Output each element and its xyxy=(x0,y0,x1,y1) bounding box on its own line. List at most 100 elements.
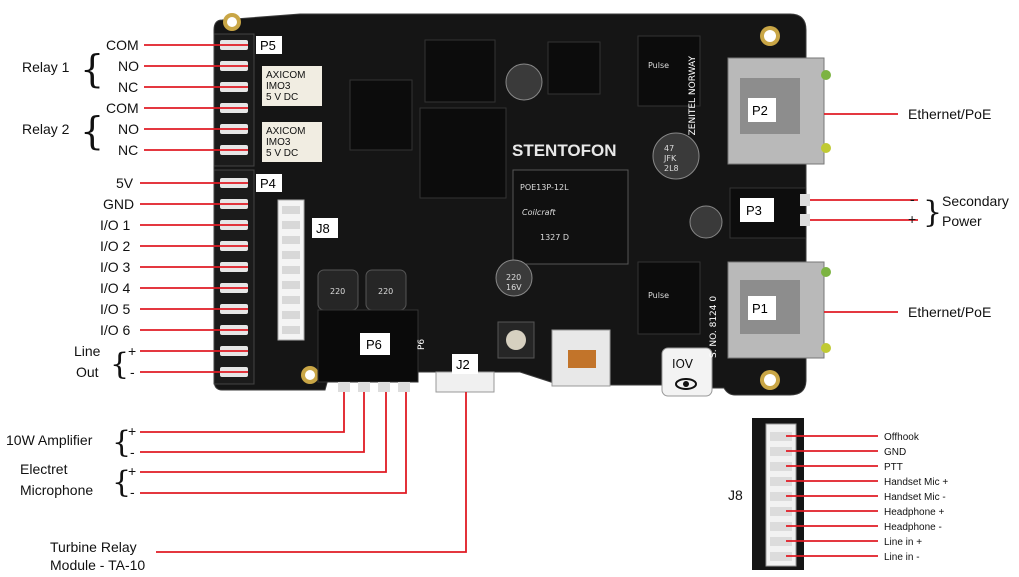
svg-text:J2: J2 xyxy=(456,357,470,372)
axicom-voltage-2: 5 V DC xyxy=(266,148,298,159)
tag-j8: J8 xyxy=(312,218,338,238)
mic-plus: + xyxy=(128,463,136,479)
axicom-model: IMO3 xyxy=(266,81,291,92)
j8-headphone-minus: Headphone - xyxy=(884,522,942,533)
j8-gnd: GND xyxy=(884,447,906,458)
j8-handset-mic-plus: Handset Mic + xyxy=(884,477,948,488)
stentofon-logo: STENTOFON xyxy=(512,141,617,160)
amplifier-minus: - xyxy=(130,444,135,460)
tag-p5: P5 xyxy=(256,36,282,54)
line-out-brace: { xyxy=(110,347,129,382)
pulse-text: Pulse xyxy=(648,61,669,70)
relay-1-no: NO xyxy=(118,58,139,74)
pin-io4: I/O 4 xyxy=(100,280,131,296)
amplifier-brace: { xyxy=(112,425,131,460)
inductors: 220 220 xyxy=(317,269,407,311)
tag-p1: P1 xyxy=(748,296,776,320)
pin-io5: I/O 5 xyxy=(100,301,131,317)
relay-2-no: NO xyxy=(118,121,139,137)
svg-text:2L8: 2L8 xyxy=(664,164,679,173)
tag-p2: P2 xyxy=(748,98,776,122)
mic-label-1: Electret xyxy=(20,461,68,477)
svg-text:JFK: JFK xyxy=(663,154,677,163)
svg-text:220: 220 xyxy=(506,273,521,282)
svg-text:J8: J8 xyxy=(316,221,330,236)
ethernet-jack-p2 xyxy=(727,57,831,165)
tag-p4: P4 xyxy=(256,174,282,192)
mic-brace: { xyxy=(112,465,131,500)
pin-io6: I/O 6 xyxy=(100,322,131,338)
mic-minus: - xyxy=(130,484,135,500)
relay-1-label: Relay 1 xyxy=(22,59,70,75)
relay-2-component: AXICOM IMO3 5 V DC xyxy=(262,122,322,162)
relay-2-group: Relay 2 { COM NO NC xyxy=(22,100,139,158)
bottom-wires xyxy=(140,392,467,553)
pin-io2: I/O 2 xyxy=(100,238,131,254)
right-wires xyxy=(810,113,918,313)
relay-2-nc: NC xyxy=(118,142,138,158)
tag-p3: P3 xyxy=(740,198,774,222)
tag-p6: P6 xyxy=(360,333,390,355)
secondary-power-group: - + } Secondary Power xyxy=(908,191,1009,230)
j8-ptt: PTT xyxy=(884,462,903,473)
relay-1-group: Relay 1 { COM NO NC xyxy=(22,37,139,95)
svg-text:P1: P1 xyxy=(752,301,768,316)
j8-detail-tag: J8 xyxy=(728,487,743,503)
pin-gnd: GND xyxy=(103,196,134,212)
pin-io1: I/O 1 xyxy=(100,217,131,233)
j8-headphone-plus: Headphone + xyxy=(884,507,944,518)
j8-handset-mic-minus: Handset Mic - xyxy=(884,492,946,503)
capacitor-large: 47 JFK 2L8 xyxy=(652,132,700,180)
axicom-model-2: IMO3 xyxy=(266,137,291,148)
ethernet-jack-p1 xyxy=(727,261,831,359)
line-out-line: Line xyxy=(74,343,101,359)
line-out-out: Out xyxy=(76,364,99,380)
j8-line-in-plus: Line in + xyxy=(884,537,922,548)
secondary-power-plus: + xyxy=(908,211,916,227)
p5-pins xyxy=(220,40,248,155)
zenitel-text: ZENITEL NORWAY xyxy=(688,56,698,136)
microphone-group: Electret Microphone { + - xyxy=(20,461,136,500)
relay-1-brace: { xyxy=(80,47,104,91)
ethernet-p1-label: Ethernet/PoE xyxy=(908,304,991,320)
pin-5v: 5V xyxy=(116,175,134,191)
relay-2-com: COM xyxy=(106,100,139,116)
mic-label-2: Microphone xyxy=(20,482,93,498)
coilcraft-model: POE13P-12L xyxy=(520,183,569,192)
j8-pin-wires xyxy=(786,435,878,557)
svg-text:220: 220 xyxy=(330,287,345,296)
turbine-group: Turbine Relay Module - TA-10 xyxy=(50,539,145,573)
p4-pin-labels: 5V GND I/O 1 I/O 2 I/O 3 I/O 4 I/O 5 I/O… xyxy=(100,175,134,338)
ethernet-p2-label: Ethernet/PoE xyxy=(908,106,991,122)
axicom-voltage: 5 V DC xyxy=(266,92,298,103)
svg-text:P4: P4 xyxy=(260,176,276,191)
tag-j2: J2 xyxy=(452,354,478,374)
secondary-power-brace: } xyxy=(923,195,942,230)
svg-text:16V: 16V xyxy=(506,283,522,292)
secondary-power-minus: - xyxy=(910,191,915,207)
line-out-group: Line Out { + - xyxy=(74,343,136,382)
pulse-text-2: Pulse xyxy=(648,291,669,300)
line-out-minus: - xyxy=(130,364,135,380)
svg-text:IOV: IOV xyxy=(672,357,694,371)
turbine-label-1: Turbine Relay xyxy=(50,539,137,555)
amplifier-plus: + xyxy=(128,423,136,439)
left-wires xyxy=(140,44,248,373)
secondary-power-label-2: Power xyxy=(942,213,982,229)
serial-number: S. NO. 8124 0 xyxy=(709,296,719,358)
pin-io3: I/O 3 xyxy=(100,259,131,275)
amplifier-label: 10W Amplifier xyxy=(6,432,93,448)
relay-1-nc: NC xyxy=(118,79,138,95)
relay-1-com: COM xyxy=(106,37,139,53)
coilcraft-brand: Coilcraft xyxy=(522,208,556,217)
svg-text:P6: P6 xyxy=(366,337,382,352)
svg-text:P3: P3 xyxy=(746,203,762,218)
axicom-text-2: AXICOM xyxy=(266,126,305,137)
svg-text:47: 47 xyxy=(664,144,674,153)
j8-pin-labels: Offhook GND PTT Handset Mic + Handset Mi… xyxy=(884,432,948,563)
iov-badge: IOV xyxy=(661,347,713,397)
p6-silk: P6 xyxy=(417,339,427,350)
coilcraft-code: 1327 D xyxy=(540,233,569,242)
j8-detail: J8 Offhook GND PTT Handset Mic + Handset… xyxy=(728,418,948,570)
